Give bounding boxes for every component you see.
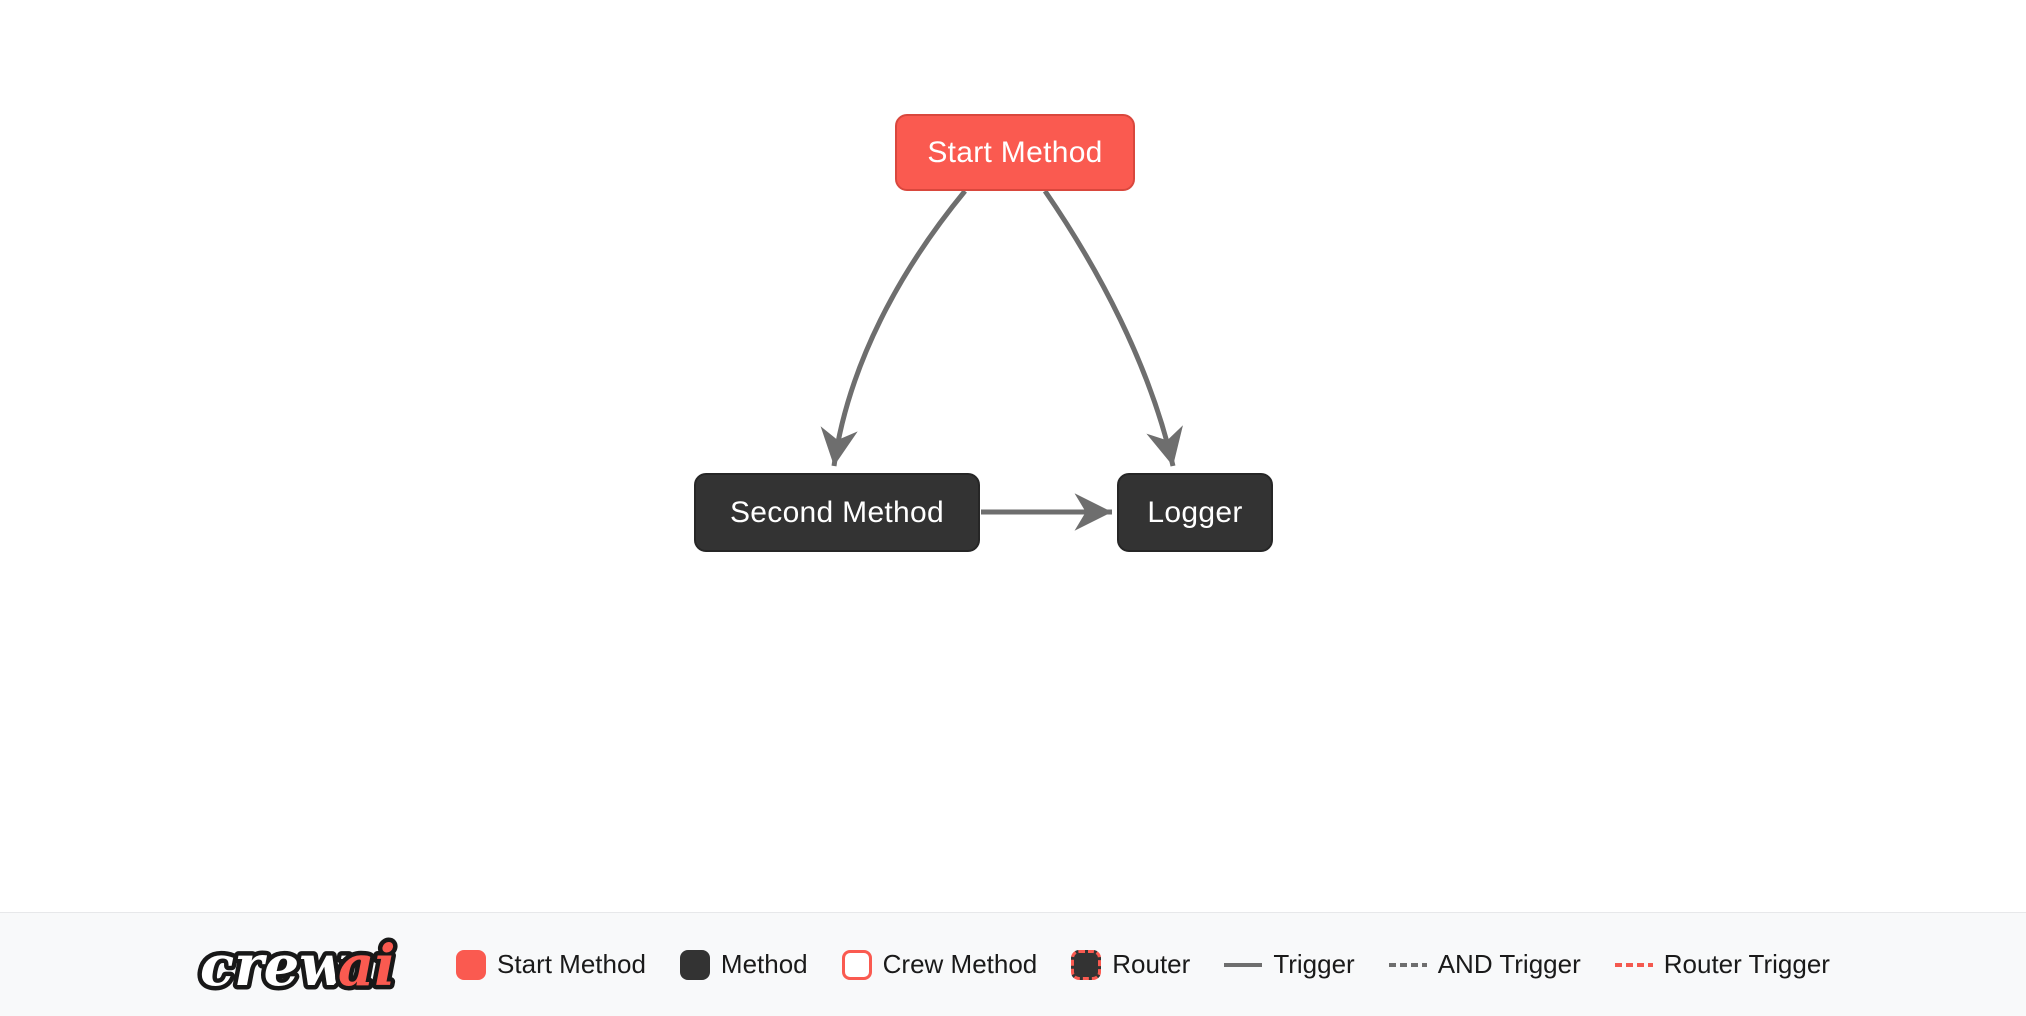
edge-start-to-second [820, 189, 967, 467]
legend-item-start-method: Start Method [456, 949, 646, 980]
legend-item-router: Router [1071, 949, 1190, 980]
logo-ai-text: ai [338, 933, 396, 999]
legend-bar: crew ai Start Method Method Crew Method … [0, 912, 2026, 1016]
legend-item-router-trigger: Router Trigger [1614, 949, 1830, 980]
legend-label-start-method: Start Method [497, 949, 646, 979]
legend-label-router-trigger: Router Trigger [1663, 949, 1830, 979]
method-swatch [679, 949, 710, 980]
legend-item-trigger: Trigger [1224, 949, 1355, 980]
logo-crew-text: crew [200, 933, 349, 999]
legend-label-method: Method [720, 949, 808, 979]
legend-label-router: Router [1112, 949, 1191, 979]
legend-item-and-trigger: AND Trigger [1388, 949, 1581, 980]
legend-item-method: Method [679, 949, 808, 980]
edge-start-to-logger [1042, 189, 1183, 467]
legend-label-and-trigger: AND Trigger [1437, 949, 1581, 979]
trigger-line-swatch [1224, 962, 1263, 967]
node-logger[interactable]: Logger [1117, 473, 1273, 552]
start-method-swatch [456, 949, 487, 980]
legend-row: crew ai Start Method Method Crew Method … [196, 925, 1830, 1005]
router-swatch [1071, 949, 1102, 980]
crewai-logo: crew ai [196, 928, 400, 1003]
node-second-method[interactable]: Second Method [694, 473, 980, 552]
router-trigger-line-swatch [1614, 962, 1653, 967]
node-start-method[interactable]: Start Method [895, 114, 1135, 191]
legend-label-trigger: Trigger [1273, 949, 1355, 979]
crew-method-swatch [841, 949, 872, 980]
legend-label-crew-method: Crew Method [882, 949, 1038, 979]
and-trigger-line-swatch [1388, 962, 1427, 967]
legend-item-crew-method: Crew Method [841, 949, 1038, 980]
